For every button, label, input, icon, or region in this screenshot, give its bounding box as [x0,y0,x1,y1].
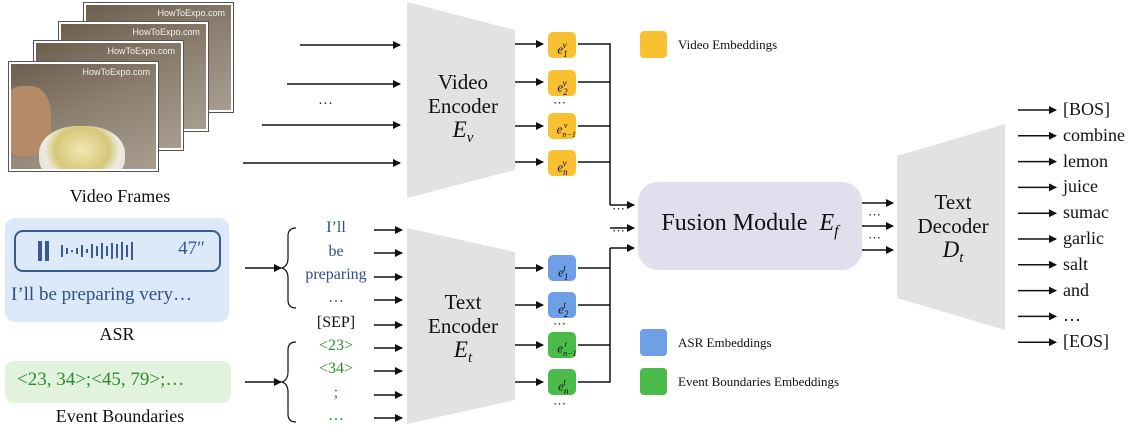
video-embedding: e1v [548,32,576,59]
video-embedding: env [548,150,576,177]
output-token: [BOS] [1063,99,1111,119]
bus-ellipsis: ⋯ [612,201,626,216]
output-token: combine [1063,124,1125,145]
text-decoder-line2: Decoder [917,214,989,238]
fusion-module: Fusion Module Ef [638,182,862,270]
output-token: lemon [1063,150,1108,171]
video-embedding: e2v [548,70,576,97]
asr-embedding: e1t [548,255,576,282]
legend-event-swatch [640,368,667,395]
video-frame-1: HowToExpo.com [9,62,158,171]
asr-label: ASR [99,324,135,344]
fusion-out-ellipsis: ⋯ [868,230,882,245]
bus-ellipsis: ⋯ [612,223,626,238]
video-frames-label: Video Frames [69,186,171,206]
event-token: <23> [318,337,354,354]
event-boundaries-panel: <23, 34>;<45, 79>;… [5,361,231,403]
output-token: salt [1063,253,1088,274]
legend-asr-label: ASR Embeddings [678,335,772,350]
bowl-image [39,126,125,169]
video-encoder-shape [407,2,515,198]
text-decoder-shape [897,124,1005,330]
fusion-module-label: Fusion Module Ef [661,210,839,240]
asr-emb-ellipsis: ⋯ [553,316,567,331]
video-encoder: Video Encoder Ev [415,70,511,150]
event-token: <34> [318,360,354,377]
text-encoder: Text Encoder Et [415,290,511,370]
text-decoder-symbol: Dt [942,237,964,267]
legend-event-label: Event Boundaries Embeddings [678,374,840,389]
event-embedding: ent [548,369,576,396]
asr-token: … [328,289,344,306]
output-token: juice [1063,176,1098,197]
audio-duration: 47″ [178,238,205,259]
audio-player: 47″ [14,230,221,272]
video-embedding: en−1v [548,113,576,139]
asr-token: preparing [305,266,367,283]
video-encoder-line2: Encoder [428,94,498,118]
text-encoder-shape [407,228,515,424]
event-embedding: en−1t [548,332,576,358]
asr-embedding: e2t [548,292,576,319]
text-encoder-line2: Encoder [428,314,498,338]
output-token: sumac [1063,202,1109,223]
event-token: ; [333,384,339,401]
event-boundaries-label: Event Boundaries [55,406,185,426]
text-encoder-line1: Text [444,290,482,314]
watermark: HowToExpo.com [82,67,150,77]
separator-token: [SEP] [316,314,356,331]
legend-video-swatch [640,31,667,58]
legend-video-label: Video Embeddings [678,37,778,52]
video-emb-ellipsis: ⋯ [553,95,567,110]
watermark: HowToExpo.com [157,8,225,18]
asr-transcript: I’ll be preparing very… [11,284,192,305]
output-token: garlic [1063,228,1104,248]
fusion-out-ellipsis: ⋯ [868,207,882,222]
legend-asr-swatch [640,329,667,356]
audio-waveform-icon [38,240,133,262]
text-encoder-symbol: Et [453,337,473,367]
output-token: [EOS] [1063,331,1109,352]
frames-ellipsis: … [318,92,334,108]
output-token: and [1063,279,1089,300]
text-decoder: Text Decoder Dt [905,190,1001,270]
video-encoder-symbol: Ev [452,117,474,147]
watermark: HowToExpo.com [107,46,175,56]
asr-token: be [328,243,344,260]
event-boundaries-text: <23, 34>;<45, 79>;… [17,369,185,390]
text-decoder-line1: Text [934,190,972,214]
asr-panel: 47″ I’ll be preparing very… [5,218,229,322]
event-token: … [328,407,344,424]
watermark: HowToExpo.com [132,27,200,37]
video-encoder-line1: Video [437,70,489,94]
event-emb-ellipsis: ⋯ [553,396,567,411]
asr-token: I’ll [326,219,346,236]
output-token: … [1063,305,1081,326]
